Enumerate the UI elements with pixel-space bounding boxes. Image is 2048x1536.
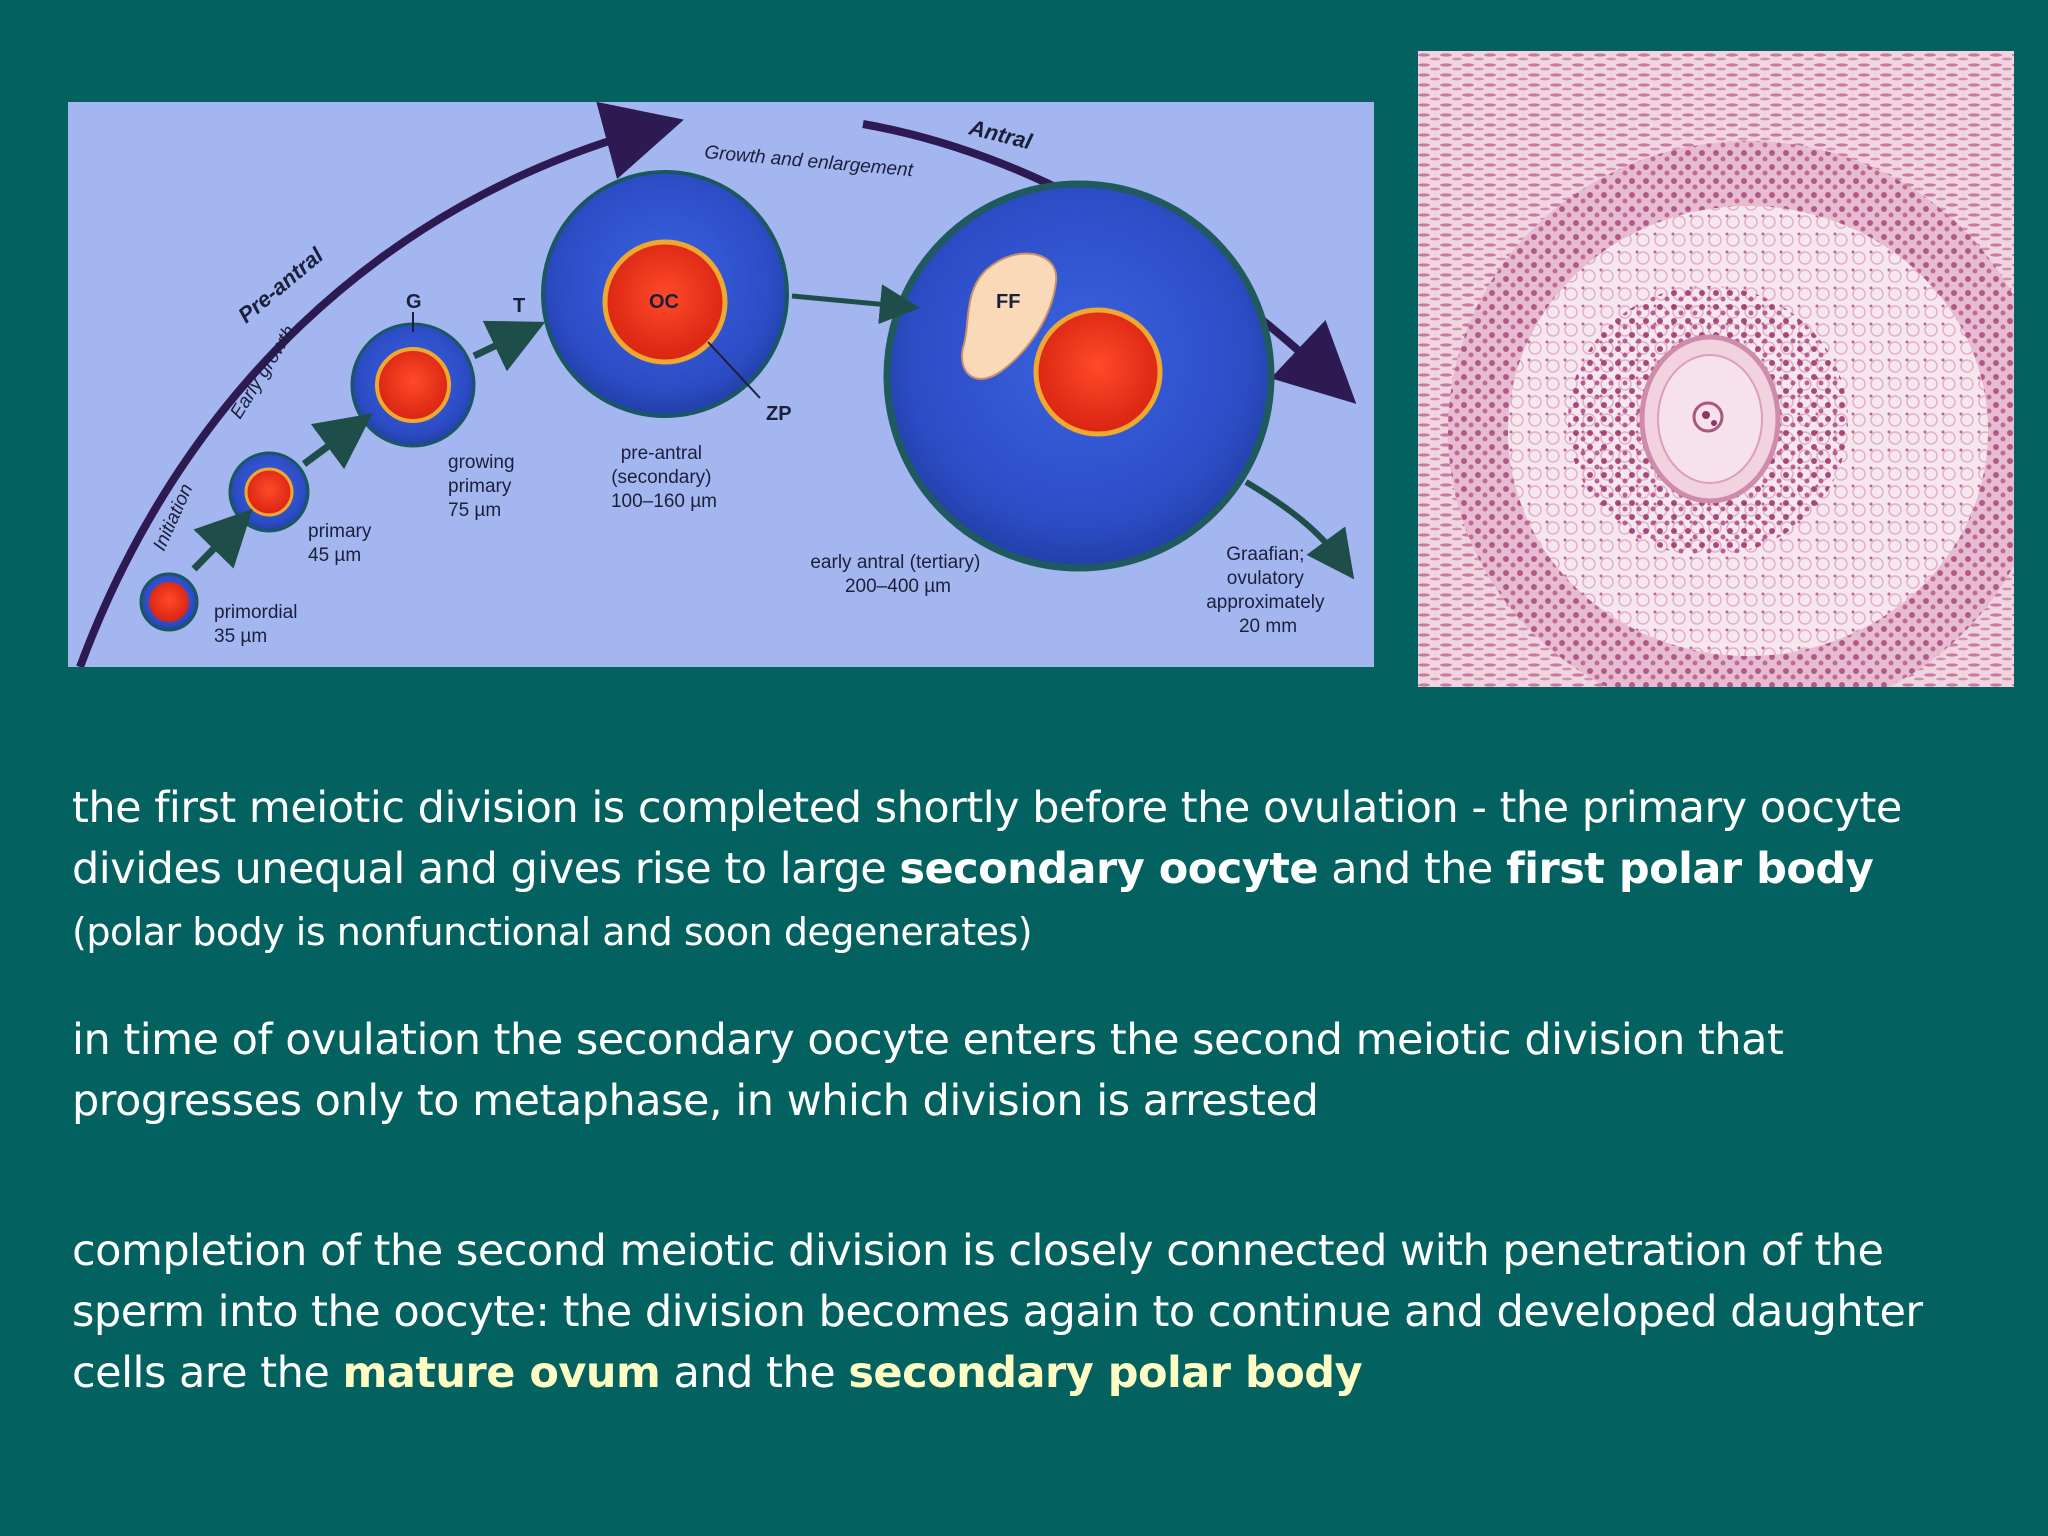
arrow-primary-to-growing (301, 413, 373, 470)
paragraph-first-meiotic-division: the first meiotic division is completed … (72, 778, 1992, 963)
follicular-fluid-cavity (961, 252, 1058, 380)
paragraph-completion-of-division: completion of the second meiotic divisio… (72, 1221, 1992, 1404)
phase-label-antral: Antral (966, 114, 1036, 154)
stage-label-growing-primary: growing primary 75 µm (448, 452, 520, 521)
p1-text-a: the first meiotic division is completed … (72, 783, 1902, 894)
stage-label-graafian: Graafian; ovulatory approximately 20 mm (1206, 544, 1330, 637)
granulosa-marker: G (406, 291, 422, 313)
stage-label-primordial: primordial 35 µm (214, 602, 303, 647)
paragraph-second-meiotic-division: in time of ovulation the secondary oocyt… (72, 1015, 1784, 1126)
follicle-micrograph (1418, 51, 2014, 687)
zona-pellucida-marker: ZP (766, 403, 792, 425)
p3-text-c: and the (660, 1348, 849, 1398)
oocyte-marker: OC (649, 291, 679, 313)
arrow-primordial-to-primary (191, 508, 253, 572)
p3-term-secondary-polar-body: secondary polar body (848, 1348, 1363, 1398)
follicular-fluid-marker: FF (996, 291, 1020, 313)
primordial-oocyte (149, 582, 189, 622)
follicle-development-diagram: Initiation Early growth Pre-antral Antra… (68, 102, 1374, 667)
theca-marker: T (513, 295, 525, 317)
p3-text-a: completion of the second meiotic divisio… (72, 1226, 1923, 1398)
arrow-antral-to-graafian (1244, 479, 1355, 580)
pre-antral-oocyte (602, 239, 728, 365)
primary-oocyte (244, 467, 294, 517)
p1-term-first-polar-body: first polar body (1506, 844, 1874, 894)
growing-primary-oocyte (375, 347, 451, 423)
oocyte-nucleus (1692, 401, 1724, 433)
pre-antral-curved-arrow (76, 102, 684, 667)
arrow-growing-to-preantral (472, 320, 546, 372)
p1-term-secondary-oocyte: secondary oocyte (899, 844, 1319, 894)
p3-term-mature-ovum: mature ovum (342, 1348, 661, 1398)
oocyte (1657, 354, 1763, 484)
phase-label-early-growth: Early growth (226, 322, 300, 423)
phase-label-initiation: Initiation (149, 481, 197, 554)
p1-text-e: (polar body is nonfunctional and soon de… (72, 910, 1033, 954)
stage-label-pre-antral: pre-antral (secondary) 100–160 µm (611, 443, 717, 512)
stage-label-primary: primary 45 µm (308, 521, 377, 566)
p1-text-c: and the (1318, 844, 1507, 894)
phase-label-growth-enlargement: Growth and enlargement (704, 142, 915, 181)
zp-marker-line (707, 341, 761, 399)
stage-label-early-antral: early antral (tertiary) 200–400 µm (810, 552, 985, 597)
early-antral-oocyte (1033, 307, 1163, 437)
arrow-preantral-to-antral (791, 284, 920, 325)
